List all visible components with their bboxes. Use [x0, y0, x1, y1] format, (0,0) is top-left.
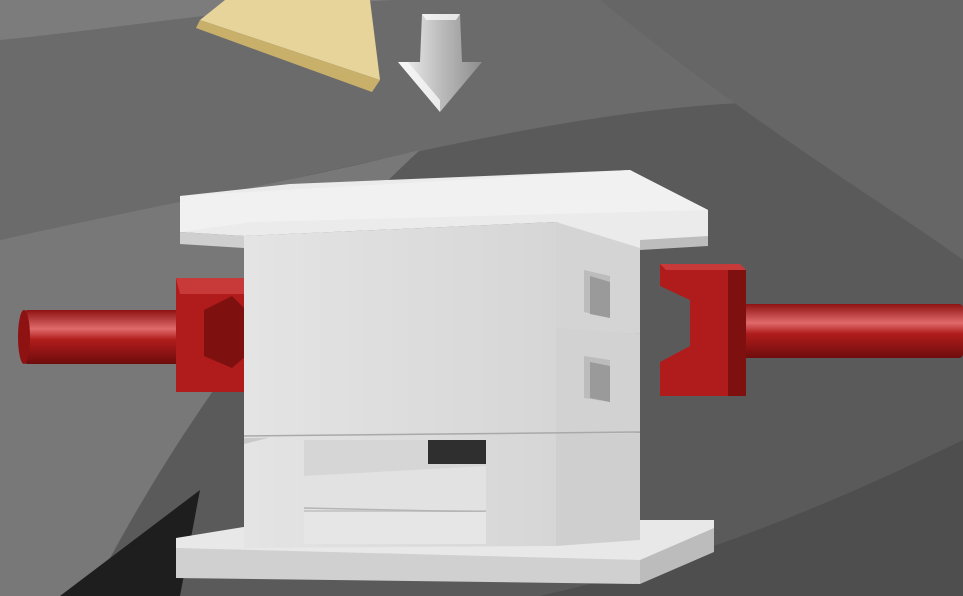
mold-cavity-slot — [428, 440, 486, 464]
right-piston-rod — [740, 304, 963, 358]
left-piston-rod — [22, 310, 182, 364]
mold-middle-block — [244, 326, 640, 438]
mold-upper-block — [244, 222, 640, 336]
mold-side-hole-upper — [584, 270, 610, 318]
mold-side-hole-lower — [584, 356, 610, 402]
